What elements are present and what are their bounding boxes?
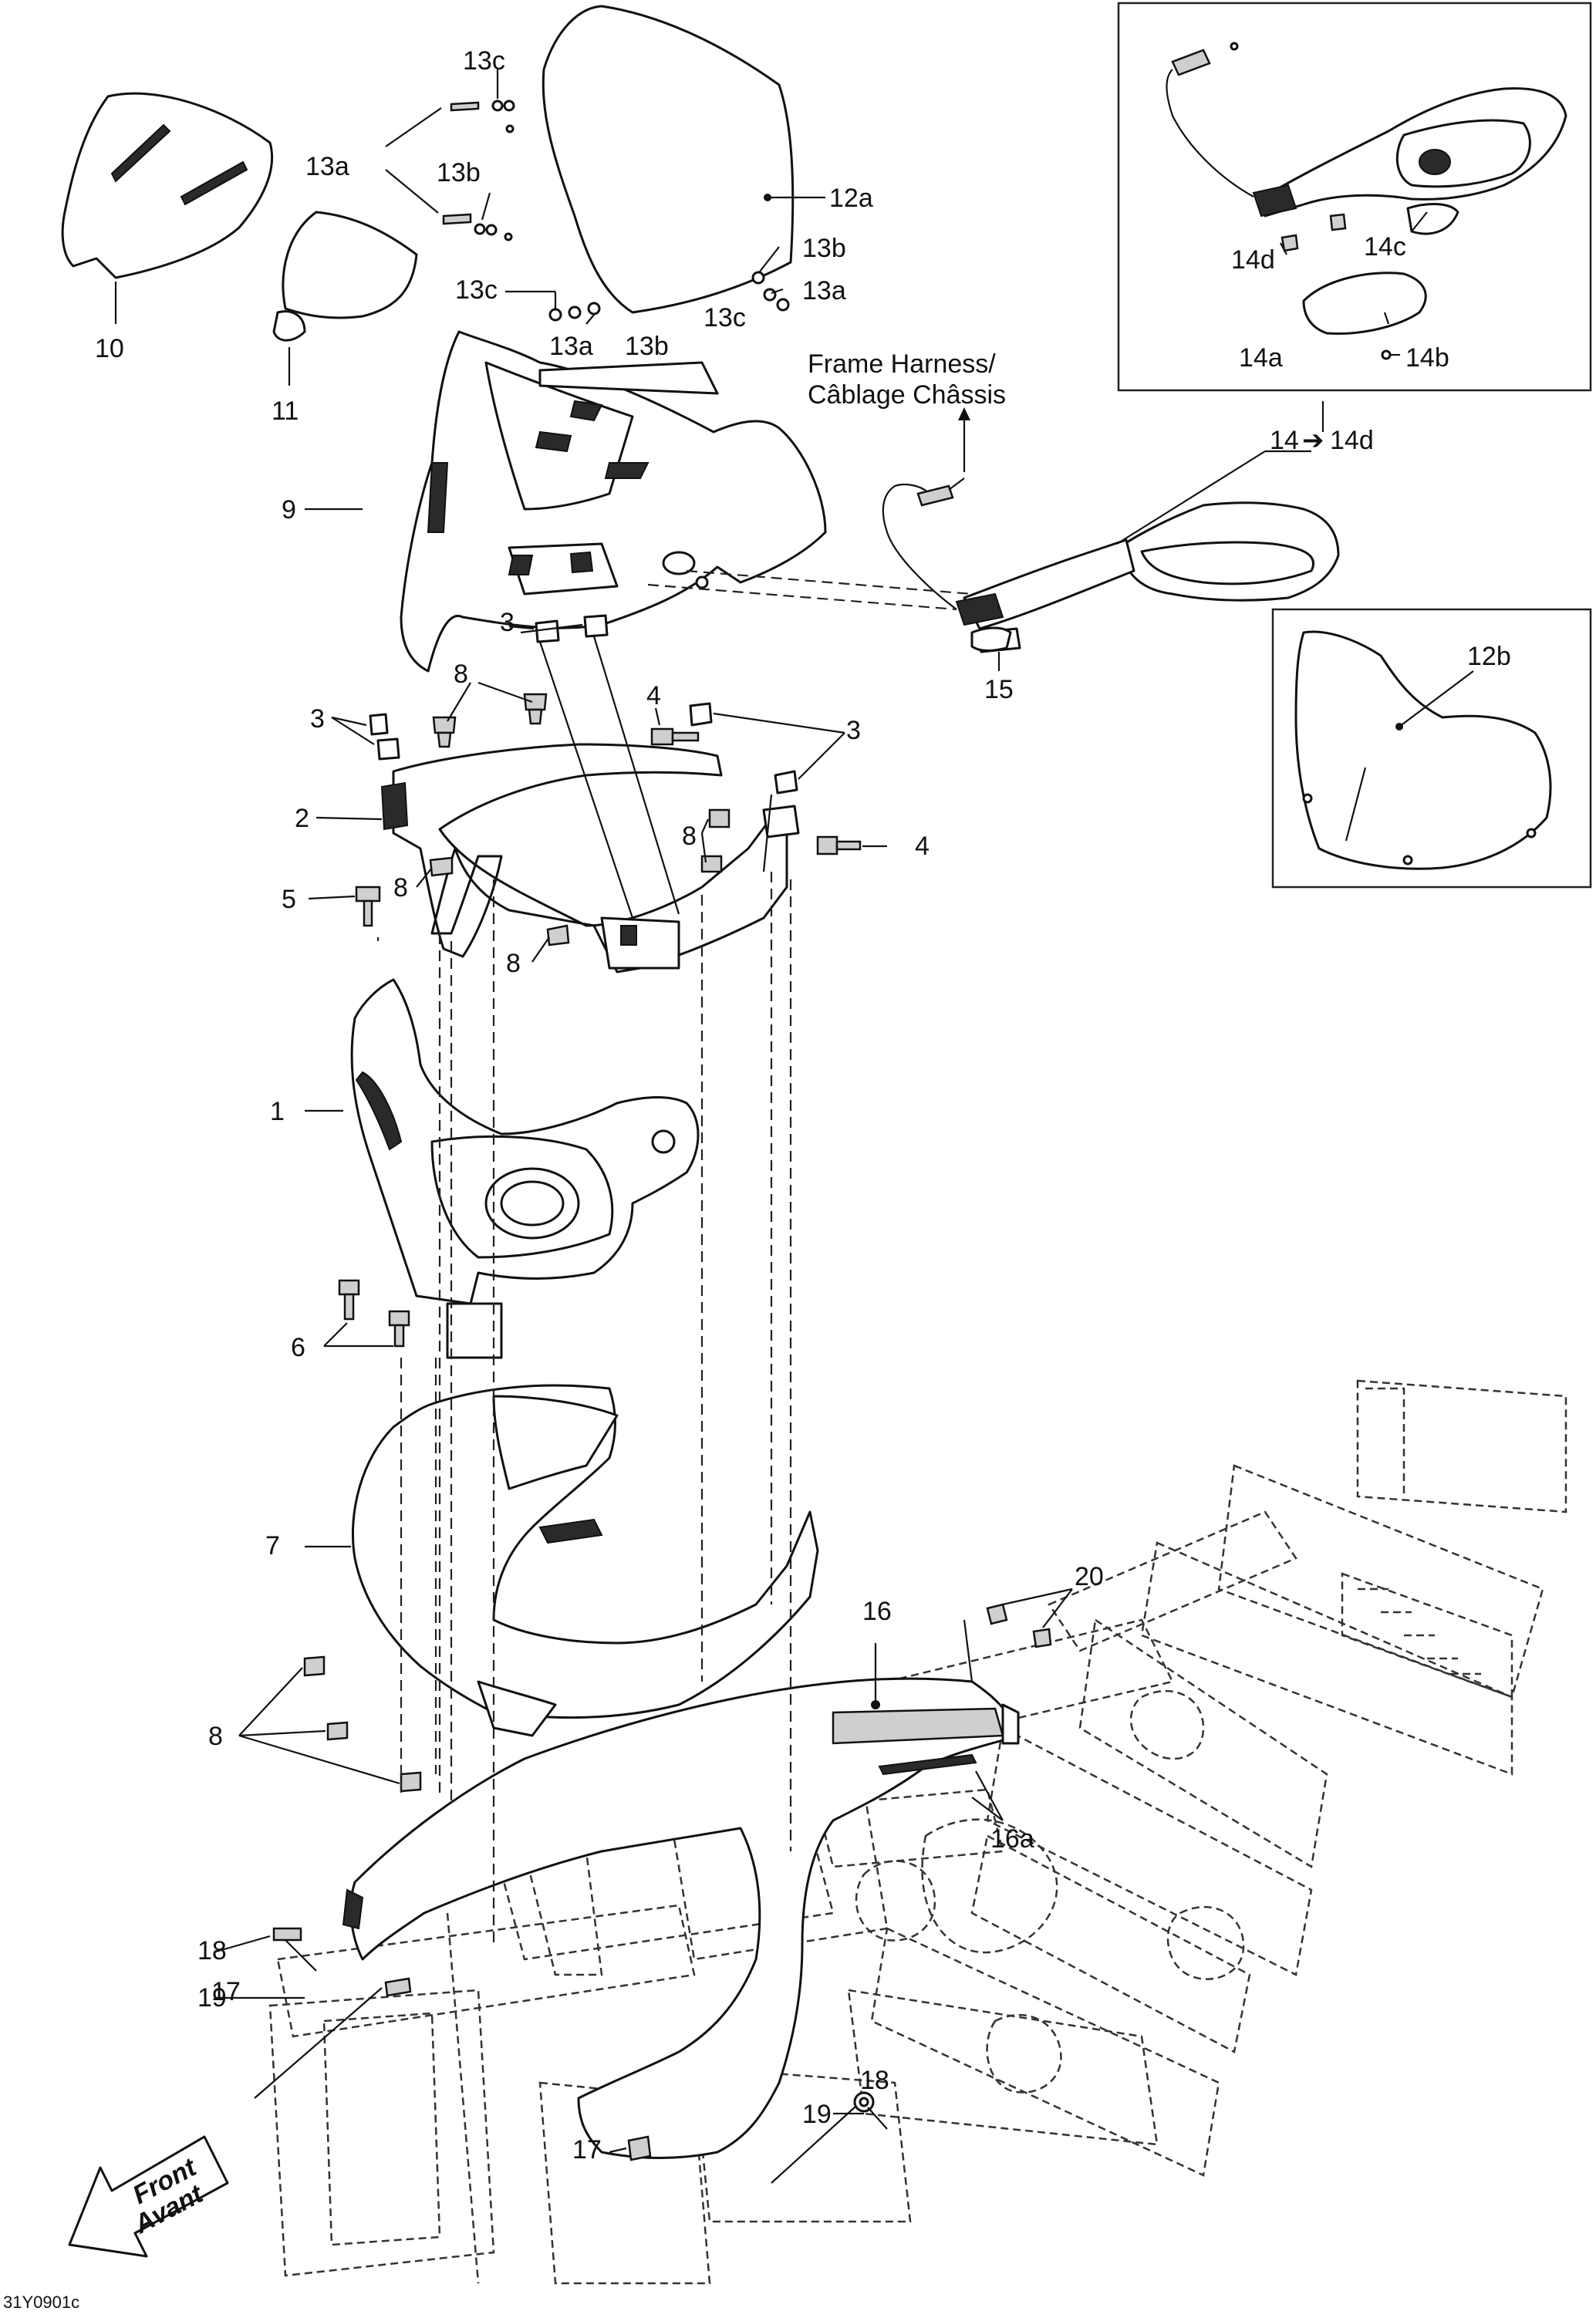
part-15-lens (970, 626, 1012, 671)
callout-13c-mid: 13c (455, 275, 498, 305)
callout-13b-right: 13b (802, 234, 846, 263)
callout-13a-mid: 13a (549, 332, 593, 361)
callout-13b-left: 13b (437, 158, 481, 187)
callout-20: 20 (1075, 1562, 1104, 1591)
callout-11: 11 (272, 396, 299, 426)
part-2-bracket (315, 743, 800, 973)
callout-14: 14 (1270, 426, 1299, 455)
callout-3-right: 3 (846, 716, 861, 745)
callout-13c-top: 13c (463, 46, 505, 76)
part-6-screws (323, 1279, 410, 1348)
frame-harness-note-line2: Câblage Châssis (808, 380, 1006, 410)
part-12a-windshield (504, 5, 825, 314)
part-13-hardware (385, 69, 790, 325)
callout-4-top: 4 (646, 681, 661, 710)
callout-19-right: 19 (802, 2100, 832, 2129)
callout-10: 10 (95, 334, 124, 363)
callout-18-right: 18 (860, 2066, 889, 2095)
callout-18-left: 18 (197, 1936, 227, 1965)
part-1-headlight-housing (305, 978, 700, 1359)
callout-16a: 16a (990, 1824, 1034, 1854)
callout-3-cowl: 3 (500, 608, 515, 637)
callout-13a-left: 13a (305, 152, 349, 181)
callout-4-right: 4 (915, 832, 930, 861)
callout-17-bottom: 17 (572, 2135, 602, 2164)
callout-12a: 12a (829, 184, 873, 213)
part-16-fairing (342, 1643, 1020, 2159)
callout-labels: 1 2 3 3 3 4 4 5 6 7 8 8 8 8 8 9 10 11 12… (95, 46, 1511, 2164)
callout-8-right: 8 (682, 822, 697, 851)
callout-13b-mid: 13b (625, 332, 669, 361)
part-7-lower-nose (305, 1384, 819, 1737)
callout-12b: 12b (1467, 642, 1511, 671)
callout-7: 7 (265, 1531, 280, 1561)
callout-3-left: 3 (310, 704, 325, 734)
callout-9: 9 (282, 495, 296, 525)
callout-19-left: 19 (197, 1983, 227, 2013)
callout-17-left: 17 (211, 1977, 241, 2006)
callout-14-arrow: ➔ (1302, 426, 1324, 455)
part-17-20-hardware (215, 1588, 1073, 2184)
part-8-fasteners (238, 681, 731, 1793)
callout-2: 2 (295, 804, 309, 833)
callout-8-top: 8 (454, 660, 468, 689)
callout-6: 6 (291, 1333, 305, 1362)
part-10-cover (61, 92, 274, 324)
part-4-5-bolts (308, 707, 887, 927)
front-arrow: Front Avant (68, 2135, 229, 2258)
inset-box-14 (1117, 2, 1592, 432)
inset-box-12b (1271, 608, 1592, 889)
callout-1: 1 (270, 1097, 285, 1126)
callout-14d: 14d (1231, 245, 1275, 275)
callout-5: 5 (282, 885, 296, 914)
callout-13c-right: 13c (704, 303, 746, 332)
callout-14c: 14c (1364, 232, 1406, 261)
callout-8-left: 8 (393, 873, 408, 903)
alignment-lines (376, 636, 973, 1944)
frame-harness-note-line1: Frame Harness/ (808, 349, 996, 379)
callout-16: 16 (862, 1597, 892, 1626)
part-9-upper-cowl (305, 330, 827, 673)
callout-14d-range: 14d (1330, 426, 1374, 455)
part-3-clips (331, 614, 845, 795)
diagram-code: 31Y0901c (3, 2293, 79, 2312)
callout-13a-right: 13a (802, 276, 846, 305)
callout-14b: 14b (1405, 343, 1449, 373)
callout-15: 15 (984, 675, 1014, 704)
callout-8-mid: 8 (506, 949, 521, 978)
callout-14a: 14a (1239, 343, 1283, 373)
callout-8-bottom: 8 (208, 1722, 223, 1751)
part-11-deflector (272, 211, 418, 386)
